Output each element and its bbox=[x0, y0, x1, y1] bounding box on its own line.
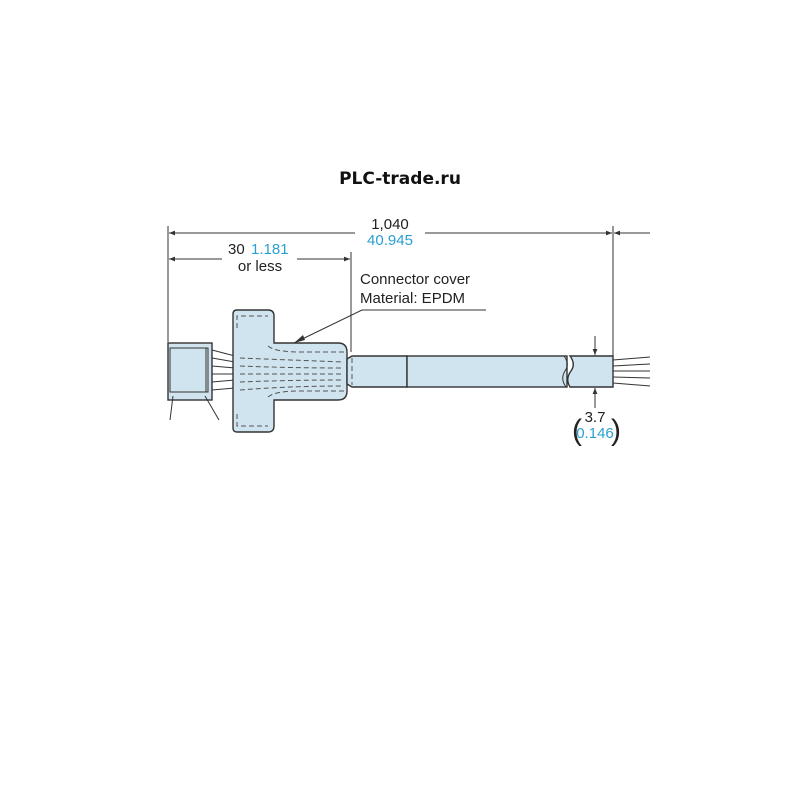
paren-left: ( bbox=[572, 414, 582, 447]
cable-diameter-in: 0.146 bbox=[576, 425, 614, 442]
callout-arrowhead bbox=[294, 335, 305, 343]
cable bbox=[346, 355, 651, 388]
paren-right: ) bbox=[611, 414, 621, 447]
watermark-title: PLC-trade.ru bbox=[339, 169, 461, 189]
cover-length-in: 1.181 bbox=[251, 241, 289, 258]
total-length-in: 40.945 bbox=[367, 232, 413, 249]
total-length-mm: 1,040 bbox=[371, 216, 409, 233]
connector-cover bbox=[232, 309, 348, 433]
cover-length-mm: 30 bbox=[228, 241, 245, 258]
connector bbox=[167, 342, 236, 421]
callout-line1: Connector cover bbox=[360, 271, 470, 288]
callout-leader bbox=[293, 309, 486, 344]
callout-line2: Material: EPDM bbox=[360, 290, 465, 307]
cable-diameter-mm: 3.7 bbox=[585, 409, 606, 426]
cover-length-note: or less bbox=[238, 258, 282, 275]
